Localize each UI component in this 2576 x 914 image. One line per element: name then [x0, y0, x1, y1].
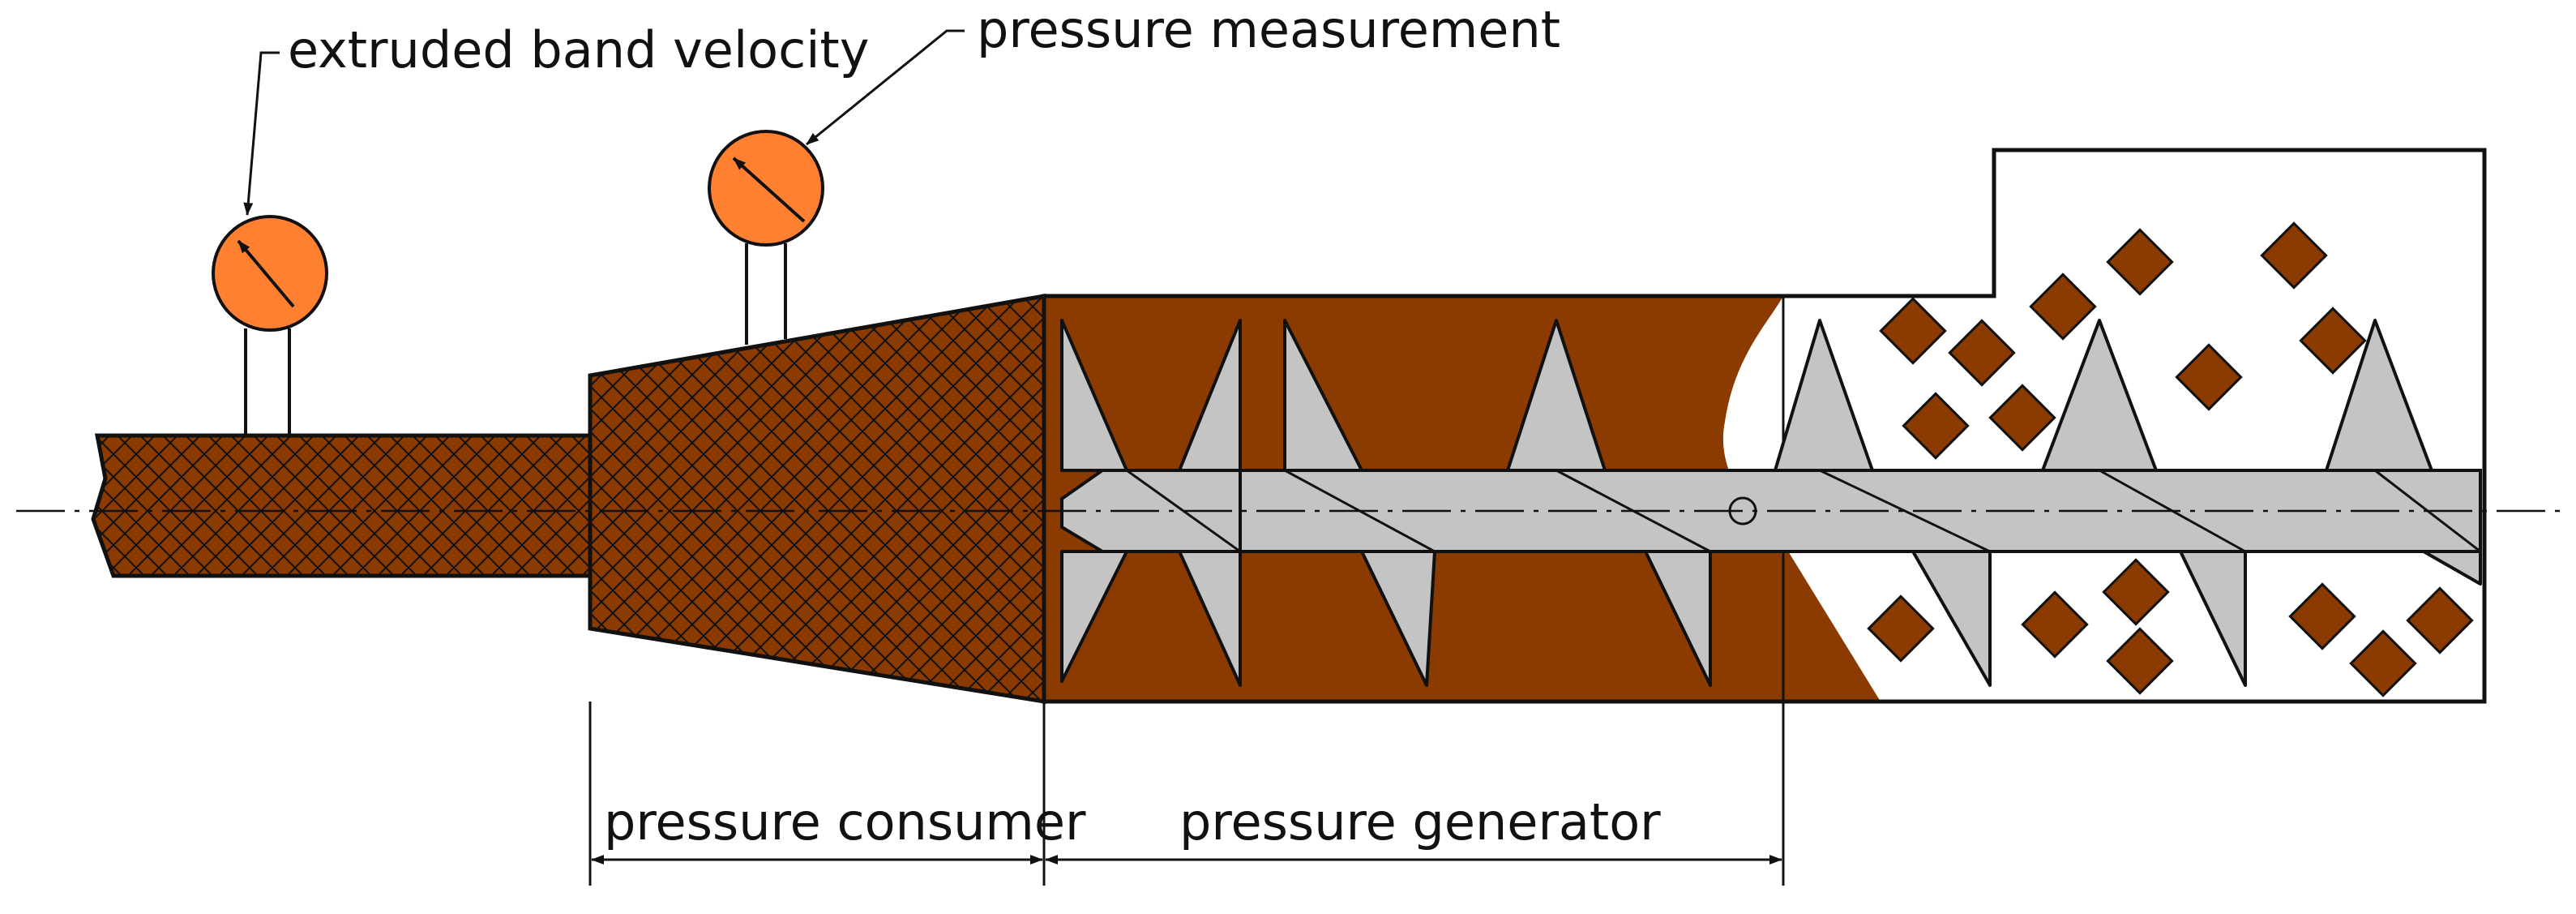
shaft-pivot	[1728, 496, 1757, 526]
label-pressure-measurement: pressure measurement	[977, 0, 1560, 59]
label-extruded-band-velocity: extruded band velocity	[288, 20, 869, 79]
dimension-lines	[588, 702, 1785, 886]
barrel-material-wedge	[1783, 543, 1881, 702]
label-pressure-consumer: pressure consumer	[604, 792, 1086, 852]
label-pressure-generator: pressure generator	[1179, 792, 1661, 852]
conical-die	[588, 294, 1046, 704]
velocity-gauge	[212, 215, 328, 436]
pressure-gauge	[708, 130, 824, 345]
extruded-band	[91, 433, 593, 578]
velocity-leader	[243, 51, 280, 216]
pressure-leader	[806, 29, 965, 146]
material-granules	[1867, 221, 2474, 697]
